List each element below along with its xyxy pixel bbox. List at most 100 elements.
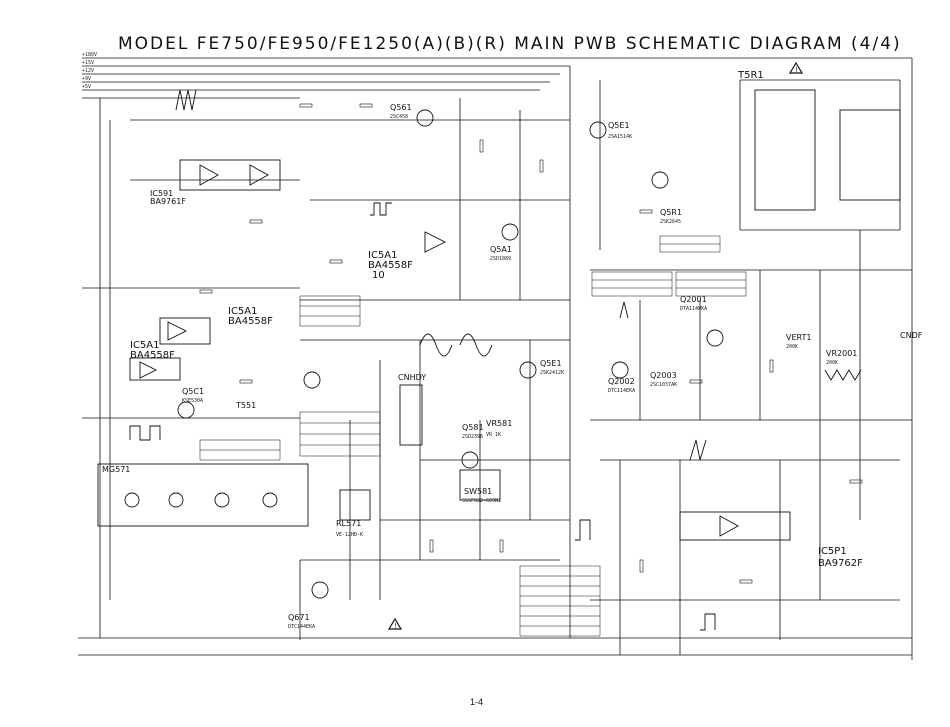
waveform-icon	[700, 613, 716, 631]
vr581-label: VR581	[486, 419, 512, 428]
waveform-icon	[459, 333, 493, 357]
ic591-part: BA9761F	[150, 197, 186, 206]
transformer-winding-b	[839, 109, 901, 201]
transistor-q5c1	[177, 401, 195, 419]
waveform-icon	[824, 369, 862, 381]
cnhdy-connector	[399, 384, 423, 446]
opamp-symbol	[249, 164, 269, 186]
transistor-q5e1b	[519, 361, 537, 379]
ic5p1-label: IC5P1	[818, 546, 847, 557]
transistor-mg-3	[214, 492, 230, 508]
svg-text:!: !	[394, 622, 398, 630]
waveform-icon	[575, 519, 591, 541]
warning-icon: !	[387, 617, 403, 630]
q581-part: 2SD2396	[462, 434, 483, 440]
q671-part: DTC144EKA	[288, 624, 315, 630]
ic5p1-box	[679, 511, 791, 541]
ic5a1-box-b	[129, 357, 181, 381]
ic5a1-left-a-label: IC5A1	[228, 306, 258, 317]
wiring	[78, 57, 913, 660]
waveform-icon	[129, 425, 161, 441]
svg-text:!: !	[795, 66, 799, 74]
t551-label: T551	[235, 401, 256, 410]
q581-label: Q581	[462, 423, 484, 432]
q2003-label: Q2003	[650, 371, 677, 380]
t5r1-label: T5R1	[737, 70, 764, 81]
vr2001-part: 200K	[826, 360, 838, 366]
transistor-q2002	[611, 361, 629, 379]
ic5a1-top-part: BA4558F	[368, 260, 413, 271]
q5e1b-part: 2SK2412K	[540, 370, 564, 376]
sw581-part: SSSF022-G09N1	[462, 498, 501, 504]
transistor-mg-1	[124, 492, 140, 508]
mg571-box	[97, 463, 309, 527]
input-label: +180V	[82, 52, 97, 58]
passive-components	[199, 103, 863, 584]
q671-label: Q671	[288, 613, 310, 622]
q2002-label: Q2002	[608, 377, 635, 386]
input-label: +15V	[82, 60, 94, 66]
page-title: MODEL FE750/FE950/FE1250(A)(B)(R) MAIN P…	[118, 34, 902, 54]
input-label: +12V	[82, 68, 94, 74]
opamp-symbol	[719, 515, 739, 537]
waveform-icon	[370, 202, 392, 216]
vr2001-label: VR2001	[826, 349, 857, 358]
transistor-q5e1	[589, 121, 607, 139]
sw581-label: SW581	[464, 487, 492, 496]
q2001-part: DTA114WKA	[680, 306, 707, 312]
ic591-label: IC591	[150, 189, 173, 198]
sw581-switch	[459, 469, 501, 501]
q561-part: 2SC458	[390, 114, 408, 120]
ic5a1-top-unit: 10	[372, 270, 385, 281]
transistor-mg-2	[168, 492, 184, 508]
mg571-label: MG571	[102, 465, 130, 474]
q2003-part: 2SC1037AK	[650, 382, 677, 388]
waveform-icon	[419, 333, 453, 357]
input-label: +5V	[82, 84, 91, 90]
transistor-q561	[416, 109, 434, 127]
opamp-symbol	[139, 361, 158, 379]
q5e1-part: 2SA1514K	[608, 134, 632, 140]
vert1-label: VERT1	[786, 333, 811, 342]
q5e1b-label: Q5E1	[540, 359, 562, 368]
ic5a1-top-label: IC5A1	[368, 250, 398, 261]
transistor-q5r1	[651, 171, 669, 189]
q5r1-part: 2SK2645	[660, 219, 681, 225]
q561-label: Q561	[390, 103, 412, 112]
ic591-box	[179, 159, 281, 191]
transistor-q5a1	[501, 223, 519, 241]
input-label: +9V	[82, 76, 91, 82]
transistor-q2003	[303, 371, 321, 389]
cnhdy-label: CNHDY	[398, 373, 426, 382]
transistor-mg-4	[262, 492, 278, 508]
page-number: 1-4	[470, 697, 484, 707]
q5c1-part: KSE530A	[182, 398, 203, 404]
q2001-label: Q2001	[680, 295, 707, 304]
value-table	[199, 235, 747, 637]
ic5a1-left-b-label: IC5A1	[130, 340, 160, 351]
waveform-icon	[619, 301, 629, 319]
warning-icon: !	[788, 61, 804, 74]
cndf-label: CNDF	[900, 331, 923, 340]
rl571-label: RL571	[336, 519, 361, 528]
transistor-q2001	[706, 329, 724, 347]
rl571-part: VE-12HD-K	[336, 532, 363, 538]
q5a1-part: 2SD1889	[490, 256, 511, 262]
vr581-part: VR 1K	[486, 432, 501, 438]
transistor-q671	[311, 581, 329, 599]
ic5a1-left-a-part: BA4558F	[228, 316, 273, 327]
q2002-part: DTC114EKA	[608, 388, 635, 394]
opamp-symbol	[199, 164, 219, 186]
t5r1-transformer	[754, 89, 816, 211]
opamp-symbol	[167, 321, 188, 341]
ic5a1-box-a	[159, 317, 211, 345]
waveform-icon	[689, 439, 707, 461]
q5e1-label: Q5E1	[608, 121, 630, 130]
waveform-icon	[175, 89, 197, 111]
vert1-part: 200K	[786, 344, 798, 350]
q5a1-label: Q5A1	[490, 245, 512, 254]
transistor-q581	[461, 451, 479, 469]
q5r1-label: Q5R1	[660, 208, 682, 217]
ic5p1-part: BA9762F	[818, 558, 863, 569]
